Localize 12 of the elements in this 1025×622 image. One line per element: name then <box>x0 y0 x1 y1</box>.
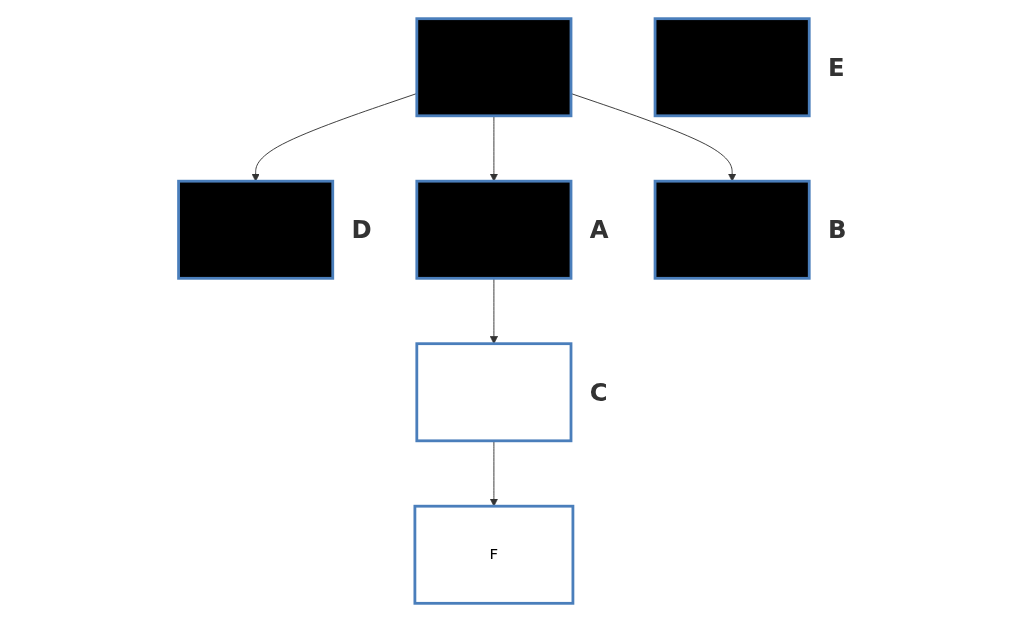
node-caption: E <box>827 52 845 82</box>
node-box <box>653 17 811 118</box>
node-caption: D <box>351 215 372 245</box>
node-box <box>415 342 573 443</box>
node-box <box>653 179 811 280</box>
node-caption: B <box>827 215 847 245</box>
node-box <box>177 179 335 280</box>
node-caption: C <box>589 377 608 407</box>
node-box <box>415 17 573 118</box>
node-caption: A <box>589 215 609 245</box>
node-box: F <box>413 504 575 605</box>
node-box <box>415 179 573 280</box>
